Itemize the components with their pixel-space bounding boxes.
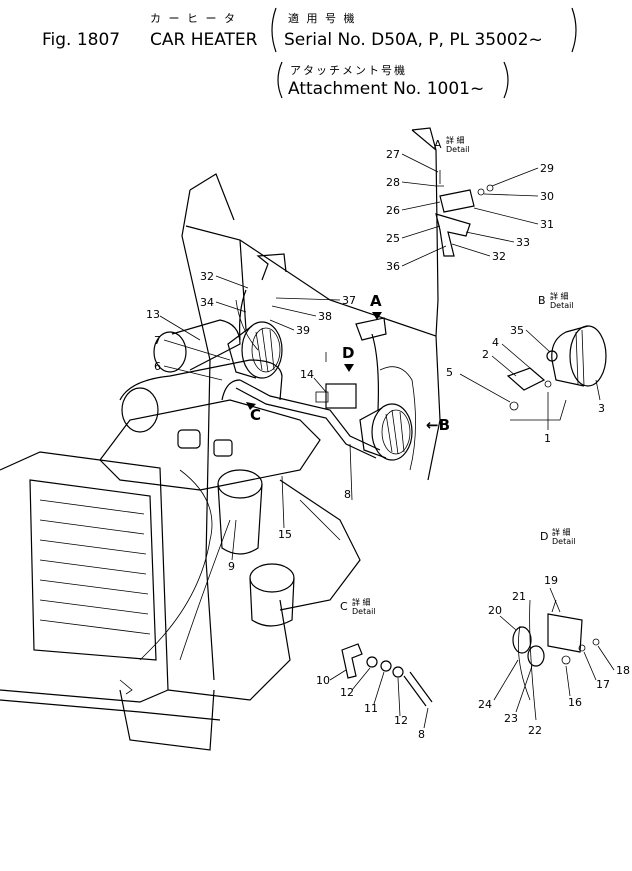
detail-d-jp: 詳 細 [552,527,571,537]
callout-14: 14 [300,368,314,381]
view-markers: A D C ←B [246,292,450,434]
bracket-right [571,7,577,53]
attachment-label-japanese: アタッチメント号機 [290,63,407,77]
attachment-number: Attachment No. 1001~ [288,79,484,99]
engine-block [99,319,321,661]
callout-36: 36 [386,260,400,273]
callout-32: 32 [200,270,214,283]
detail-c-en: Detail [352,607,376,616]
detail-a-jp: 詳 細 [446,135,465,145]
callout-22: 22 [528,724,542,737]
heater-unit-right [355,317,413,461]
detail-c-jp: 詳 細 [352,597,371,607]
detail-a-letter: A [434,138,442,151]
header: カ ー ヒ ー タ Fig. 1807 CAR HEATER 適 用 号 機 S… [42,7,577,99]
callout-19: 19 [544,574,558,587]
cab-outline [181,127,441,681]
view-marker-c: C [250,406,261,424]
callout-13: 13 [146,308,160,321]
detail-a: A 詳 細 Detail 27 28 26 25 36 29 30 31 33 … [386,135,554,273]
arrow-down-icon [344,364,354,372]
detail-b-jp: 詳 細 [550,291,569,301]
figure-number: Fig. 1807 [42,30,120,50]
callout-12: 12 [340,686,354,699]
callout-18: 18 [616,664,630,677]
bracket-right [503,61,509,99]
bracket-left [277,61,283,99]
callout-33: 33 [516,236,530,249]
callout-17: 17 [596,678,610,691]
callout-4: 4 [492,336,499,349]
detail-c: C 詳 細 Detail 10 12 11 12 8 [316,597,433,741]
detail-c-letter: C [340,600,348,613]
bracket-left [271,7,277,53]
callout-39: 39 [296,324,310,337]
callout-34: 34 [200,296,214,309]
callout-37: 37 [342,294,356,307]
arrow-down-icon [372,312,382,320]
detail-d: D 詳 細 Detail 19 21 20 18 17 16 24 23 22 [478,527,630,737]
callout-3: 3 [598,402,605,415]
callout-2: 2 [482,348,489,361]
callout-23: 23 [504,712,518,725]
view-marker-d: D [342,344,354,362]
heater-hoses [221,352,381,501]
callout-20: 20 [488,604,502,617]
detail-b-en: Detail [550,301,574,310]
callout-38: 38 [318,310,332,323]
detail-d-en: Detail [552,537,576,546]
main-callouts: 32 34 13 7 6 37 38 39 14 8 15 9 [146,270,356,573]
detail-b-letter: B [538,294,546,307]
callout-32-detail: 32 [492,250,506,263]
callout-1: 1 [544,432,551,445]
callout-26: 26 [386,204,400,217]
callout-8-detail: 8 [418,728,425,741]
callout-16: 16 [568,696,582,709]
callout-15: 15 [278,528,292,541]
callout-21: 21 [512,590,526,603]
callout-29: 29 [540,162,554,175]
view-marker-a: A [370,292,382,310]
view-marker-b: ←B [426,416,450,434]
callout-8: 8 [344,488,351,501]
callout-35: 35 [510,324,524,337]
callout-24: 24 [478,698,492,711]
detail-d-letter: D [540,530,548,543]
detail-a-en: Detail [446,145,470,154]
callout-6: 6 [154,360,161,373]
heater-unit-left [227,253,287,379]
callout-31: 31 [540,218,554,231]
callout-28: 28 [386,176,400,189]
serial-number: Serial No. D50A, P, PL 35002~ [284,30,543,50]
arrow-icon [246,402,256,410]
callout-7: 7 [154,334,161,347]
callout-27: 27 [386,148,400,161]
callout-10: 10 [316,674,330,687]
callout-11: 11 [364,702,378,715]
title-japanese: カ ー ヒ ー タ [150,12,237,25]
callout-12-second: 12 [394,714,408,727]
detail-b: B 詳 細 Detail 35 4 2 5 3 1 [446,291,607,445]
callout-5: 5 [446,366,453,379]
radiator-assembly [0,451,291,751]
callout-25: 25 [386,232,400,245]
serial-label-japanese: 適 用 号 機 [288,11,357,25]
figure-title: CAR HEATER [150,30,258,50]
callout-9: 9 [228,560,235,573]
callout-30: 30 [540,190,554,203]
